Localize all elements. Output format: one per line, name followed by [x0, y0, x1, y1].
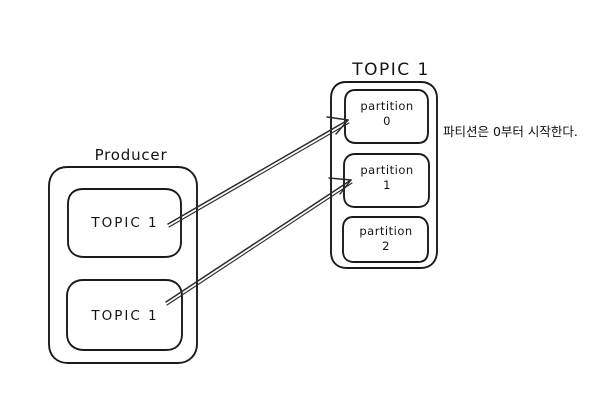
partition-2-box-shape	[342, 216, 429, 263]
partition-0-index: 0	[383, 113, 391, 128]
partition-1-index: 1	[383, 177, 391, 192]
partition-0-box-shape	[344, 89, 429, 144]
producer-topic-box-2-label: TOPIC 1	[91, 308, 159, 324]
annotation-text: 파티션은 0부터 시작한다.	[443, 124, 578, 139]
topic-title: TOPIC 1	[352, 60, 430, 80]
partition-2-index: 2	[382, 238, 390, 253]
producer-container-shape	[48, 166, 198, 364]
partition-0-label: partition 0	[360, 99, 413, 128]
producer-topic-box-2-shape	[66, 279, 183, 351]
arrow-to-partition-0	[167, 116, 350, 228]
partition-1-label: partition 1	[360, 163, 413, 192]
partition-1-name: partition	[360, 163, 414, 177]
partition-2-label: partition 2	[359, 224, 412, 253]
producer-topic-box-1-shape	[67, 188, 182, 258]
partition-1-box-shape	[343, 153, 430, 208]
partition-2-name: partition	[359, 224, 413, 238]
arrow-to-partition-1	[165, 177, 353, 306]
partition-0-name: partition	[360, 99, 414, 113]
topic-container-shape	[330, 81, 438, 269]
producer-topic-box-1-label: TOPIC 1	[91, 215, 159, 231]
producer-title: Producer	[94, 146, 168, 164]
